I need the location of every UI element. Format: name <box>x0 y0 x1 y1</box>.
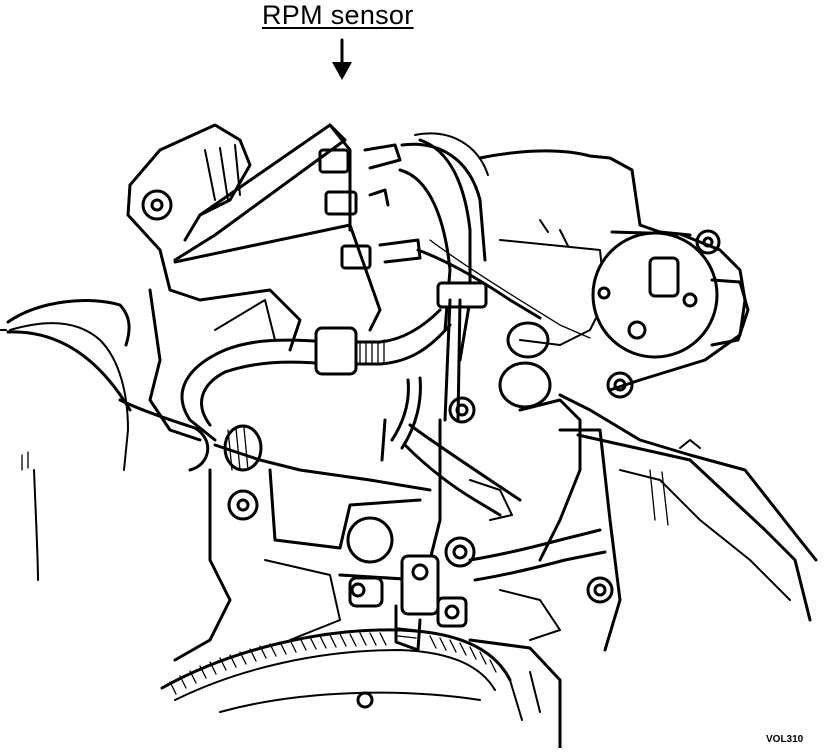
distributor <box>591 229 750 399</box>
arrow-down-icon <box>332 38 352 80</box>
engine-block <box>173 398 622 750</box>
cylinder-head <box>478 149 818 622</box>
flywheel-ring-gear <box>160 628 541 721</box>
wiring-harness <box>6 239 591 562</box>
transmission-housing <box>0 299 131 581</box>
rpm-sensor <box>348 554 468 652</box>
figure-code: VOL310 <box>766 734 804 745</box>
rpm-sensor-label: RPM sensor <box>262 0 414 30</box>
